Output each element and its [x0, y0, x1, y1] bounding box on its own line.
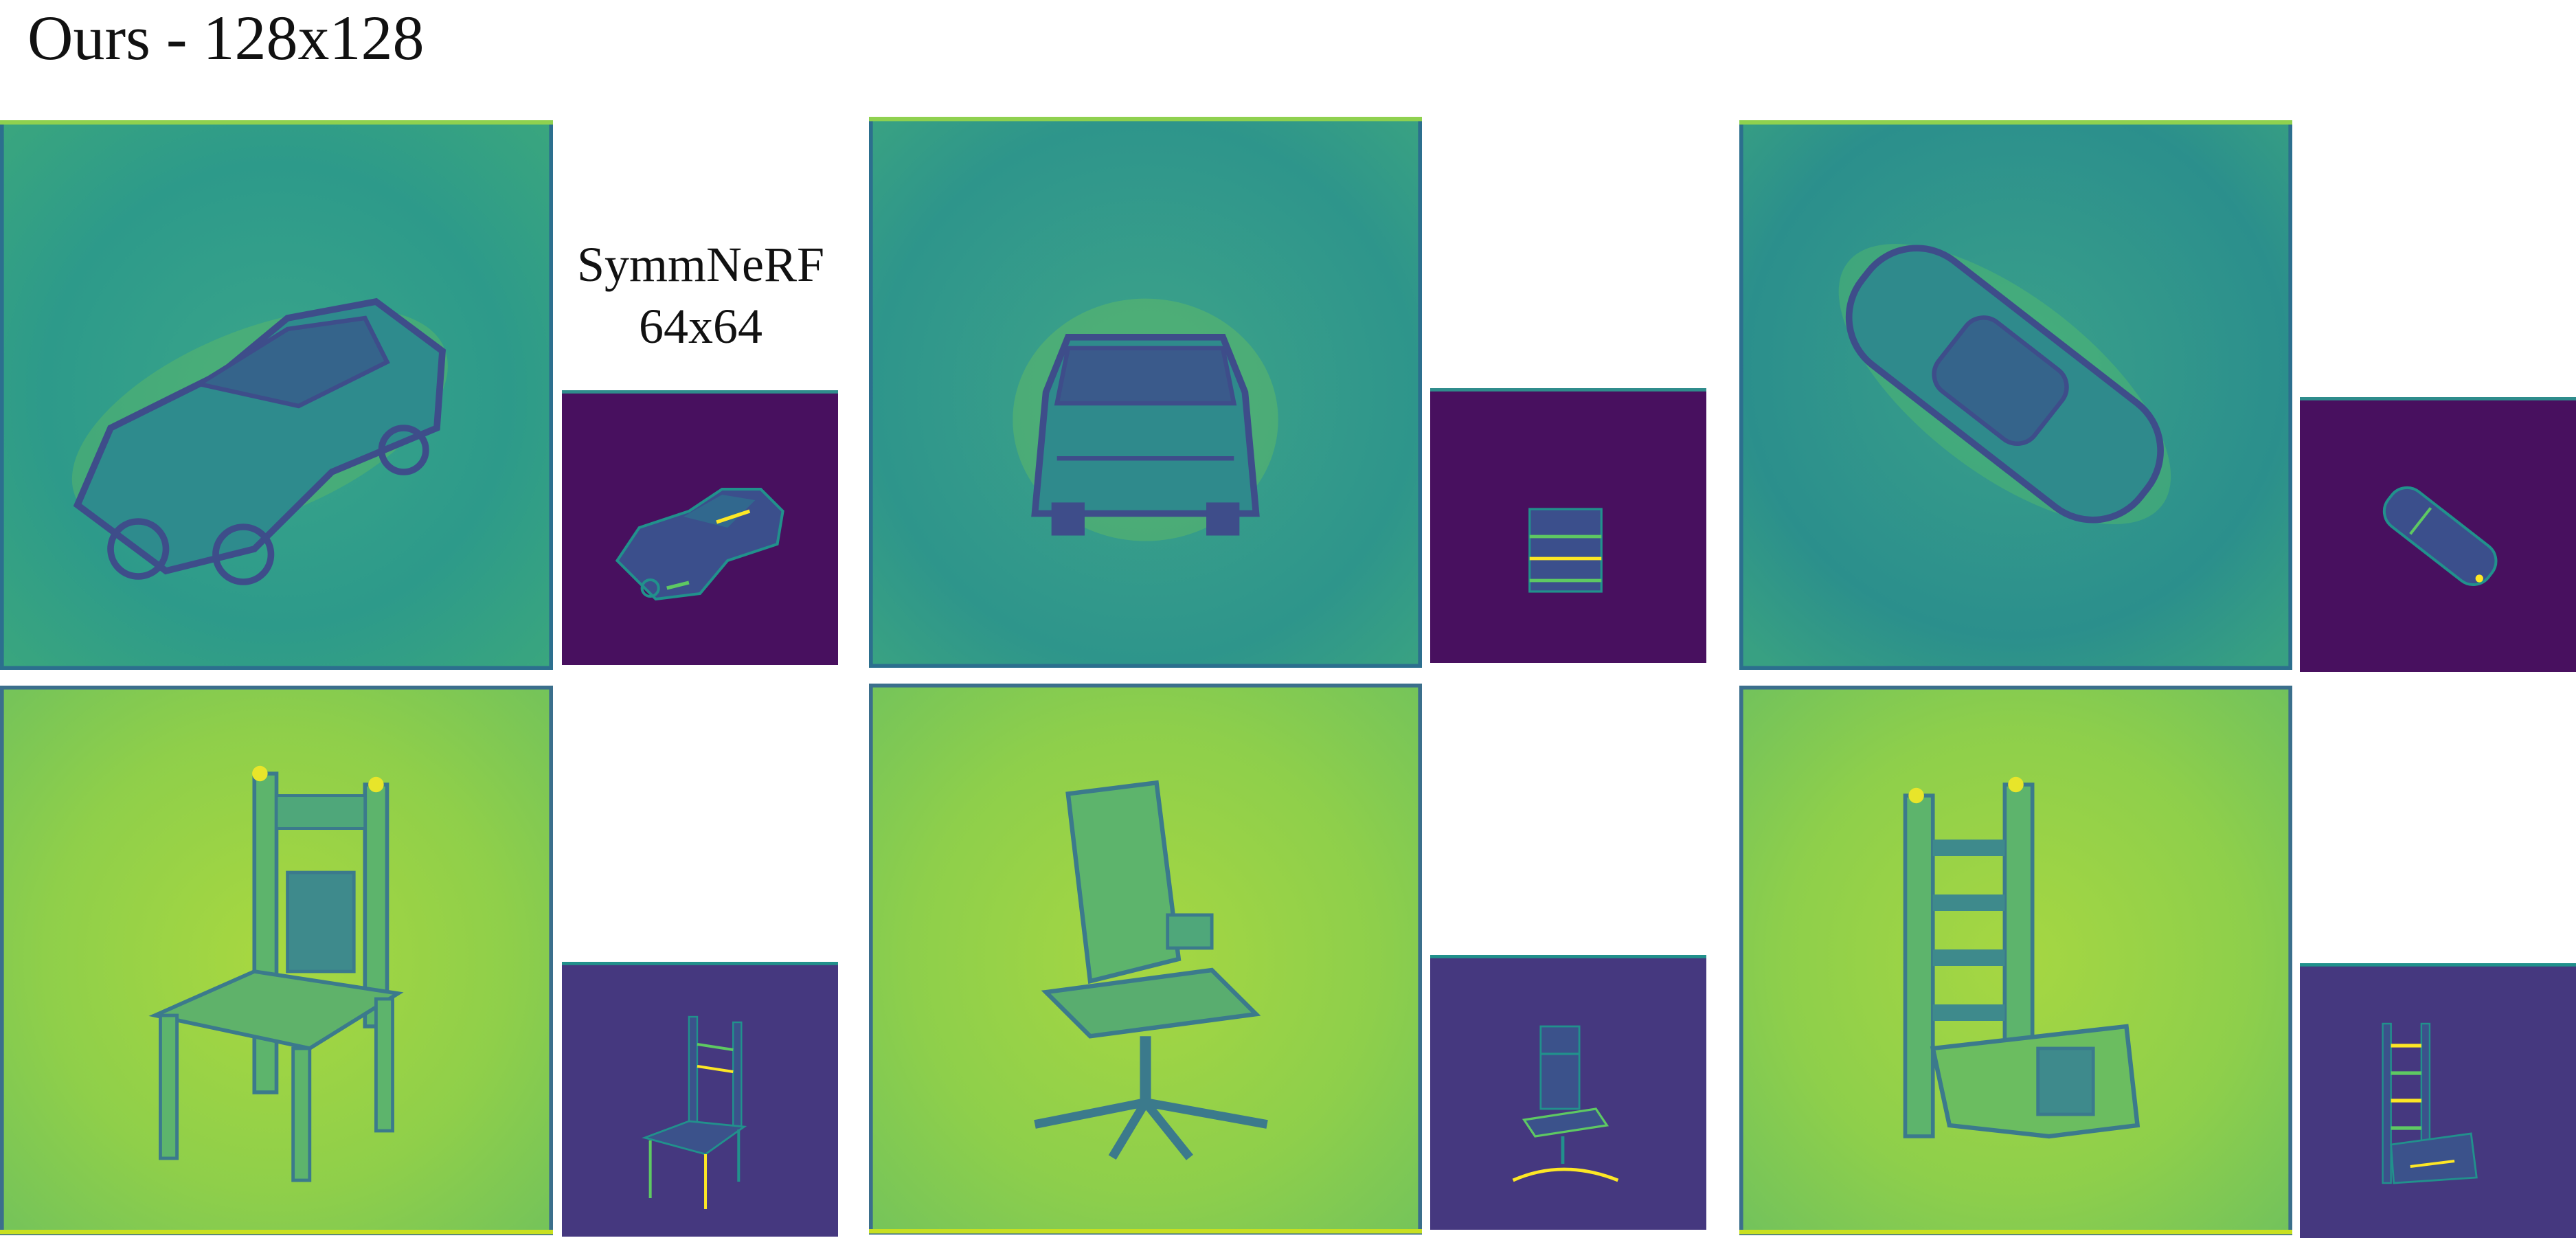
ours-chair-3quarter-map [0, 686, 553, 1235]
symmnerf-office-chair-map [1430, 955, 1706, 1230]
comparison-resolution-label: 64x64 [639, 299, 762, 354]
ours-car-front-map [869, 117, 1422, 668]
comparison-method-label: SymmNeRF [576, 237, 825, 292]
symmnerf-car-top-diagonal-map [2300, 397, 2576, 672]
ours-car-3quarter-map [0, 120, 553, 670]
ours-ladder-chair-map [1739, 686, 2292, 1235]
ours-car-top-diagonal-map [1739, 120, 2292, 670]
comparison-label: SymmNeRF 64x64 [556, 234, 845, 357]
symmnerf-ladder-chair-map [2300, 963, 2576, 1238]
figure-title: Ours - 128x128 [27, 3, 425, 73]
ours-office-chair-map [869, 684, 1422, 1235]
symmnerf-car-front-map [1430, 388, 1706, 663]
symmnerf-chair-3quarter-map [562, 962, 838, 1237]
symmnerf-car-3quarter-map [562, 390, 838, 665]
